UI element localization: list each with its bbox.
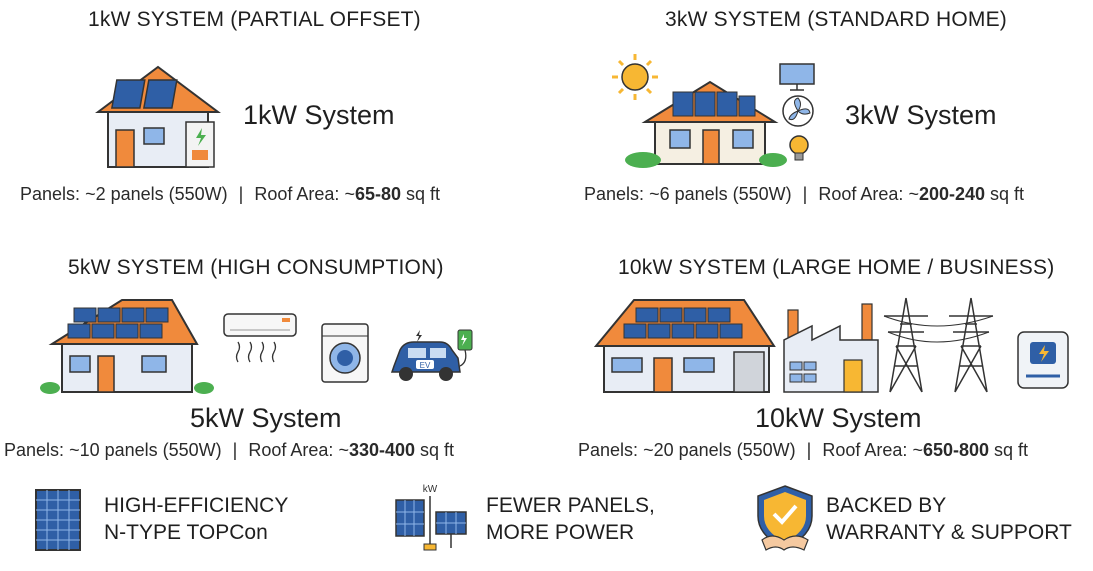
separator: | (802, 184, 808, 204)
details-5kw: Panels: ~10 panels (550W) | Roof Area: ~… (4, 440, 454, 461)
separator: | (232, 440, 238, 460)
system-label-5kw: 5kW System (190, 403, 342, 433)
feature-2-line1: FEWER PANELS, (486, 494, 655, 517)
fan-icon (782, 95, 814, 127)
heading-10kw: 10kW SYSTEM (LARGE HOME / BUSINESS) (618, 256, 1055, 279)
feature-2-text: FEWER PANELS, MORE POWER (486, 492, 655, 546)
ev-badge: EV (420, 361, 431, 370)
panels-label: Panels: (20, 184, 81, 204)
inverter-icon (1017, 331, 1069, 389)
feature-1-line1: HIGH-EFFICIENCY (104, 494, 289, 517)
heading-5kw: 5kW SYSTEM (HIGH CONSUMPTION) (68, 256, 444, 279)
separator: | (238, 184, 244, 204)
house-1kw-icon (95, 65, 221, 168)
feature-3-text: BACKED BY WARRANTY & SUPPORT (826, 492, 1072, 546)
panels-label: Panels: (578, 440, 639, 460)
washing-machine-icon (321, 323, 369, 383)
panels-value: ~20 panels (550W) (643, 440, 796, 460)
panels-value: ~6 panels (550W) (649, 184, 792, 204)
house-5kw-icon (40, 299, 214, 394)
factory-icon (783, 303, 879, 393)
roof-area-unit: sq ft (990, 184, 1025, 204)
heading-1kw: 1kW SYSTEM (PARTIAL OFFSET) (88, 8, 421, 31)
solar-array-icon: kW (395, 484, 467, 551)
roof-area-value: 650-800 (922, 440, 990, 460)
details-3kw: Panels: ~6 panels (550W) | Roof Area: ~2… (584, 184, 1024, 205)
roof-area-label: Roof Area: (822, 440, 908, 460)
system-label-1kw: 1kW System (243, 100, 395, 130)
roof-area-prefix: ~ (912, 440, 923, 460)
light-bulb-icon (789, 135, 809, 161)
electric-car-icon: EV (390, 329, 473, 381)
heading-3kw: 3kW SYSTEM (STANDARD HOME) (665, 8, 1007, 31)
details-10kw: Panels: ~20 panels (550W) | Roof Area: ~… (578, 440, 1028, 461)
details-1kw: Panels: ~2 panels (550W) | Roof Area: ~6… (20, 184, 440, 205)
roof-area-prefix: ~ (908, 184, 919, 204)
panels-value: ~10 panels (550W) (69, 440, 222, 460)
feature-1-text: HIGH-EFFICIENCY N-TYPE TOPCon (104, 492, 288, 546)
separator: | (806, 440, 812, 460)
feature-3-line2: WARRANTY & SUPPORT (826, 521, 1072, 544)
house-3kw-icon (625, 80, 787, 168)
feature-1-line2: N-TYPE TOPCon (104, 521, 268, 544)
roof-area-unit: sq ft (406, 184, 441, 204)
panels-value: ~2 panels (550W) (85, 184, 228, 204)
panels-label: Panels: (584, 184, 645, 204)
roof-area-prefix: ~ (338, 440, 349, 460)
roof-area-unit: sq ft (994, 440, 1029, 460)
roof-area-unit: sq ft (420, 440, 455, 460)
roof-area-value: 330-400 (348, 440, 416, 460)
roof-area-label: Roof Area: (818, 184, 904, 204)
roof-area-label: Roof Area: (254, 184, 340, 204)
roof-area-prefix: ~ (344, 184, 355, 204)
sun-icon (612, 54, 658, 100)
air-conditioner-icon (223, 313, 297, 363)
solar-panel-icon (35, 489, 81, 551)
system-label-10kw: 10kW System (755, 403, 922, 433)
kw-label: kW (423, 484, 438, 495)
panels-label: Panels: (4, 440, 65, 460)
monitor-icon (779, 63, 815, 91)
feature-3-line1: BACKED BY (826, 494, 947, 517)
roof-area-label: Roof Area: (248, 440, 334, 460)
large-house-icon (593, 299, 776, 393)
feature-2-line2: MORE POWER (486, 521, 635, 544)
power-tower-icon (883, 297, 994, 393)
system-label-3kw: 3kW System (845, 100, 997, 130)
roof-area-value: 65-80 (354, 184, 401, 204)
shield-handshake-icon (757, 485, 813, 551)
roof-area-value: 200-240 (918, 184, 986, 204)
